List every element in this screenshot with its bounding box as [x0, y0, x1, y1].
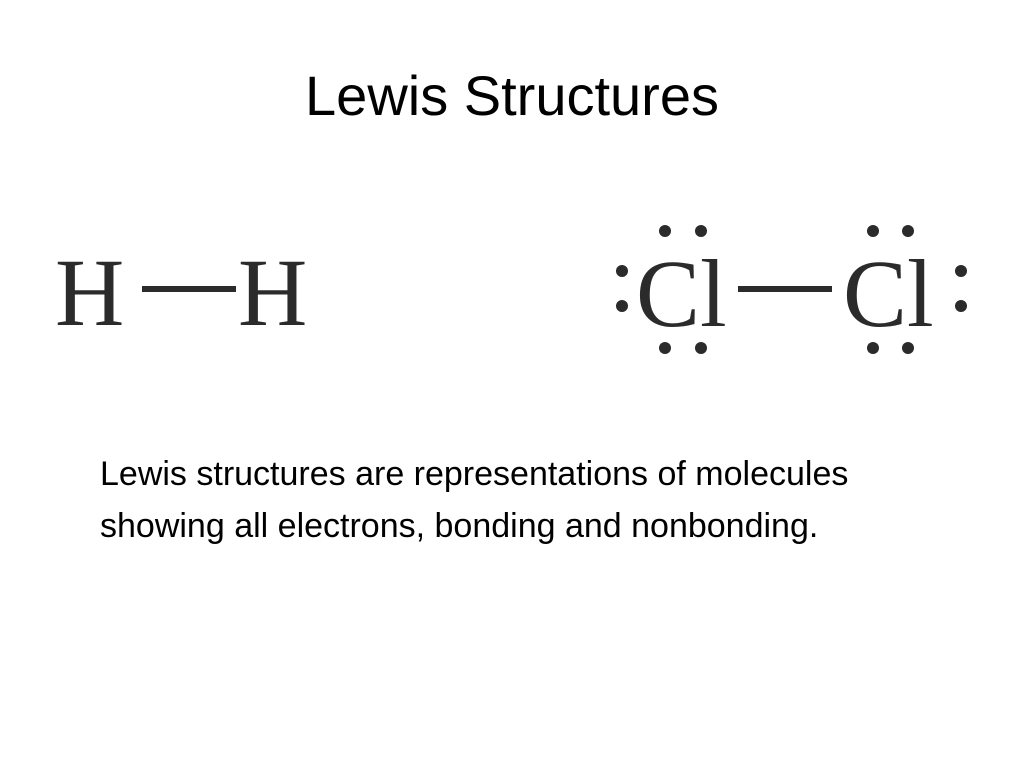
- chlorine-atom-right: Cl: [843, 240, 934, 347]
- electron-dot: [867, 225, 879, 237]
- electron-dot: [902, 342, 914, 354]
- electron-dot: [902, 225, 914, 237]
- slide-title: Lewis Structures: [305, 64, 719, 127]
- chlorine-left-lone-pairs: [616, 225, 707, 354]
- electron-dot: [616, 300, 628, 312]
- hydrogen-atom-left: H: [55, 239, 124, 346]
- electron-dot: [695, 225, 707, 237]
- hydrogen-molecule: H H: [55, 239, 307, 346]
- electron-dot: [867, 342, 879, 354]
- electron-dot: [616, 265, 628, 277]
- slide-body-text: Lewis structures are representations of …: [100, 455, 849, 545]
- chlorine-atom-left: Cl: [636, 240, 727, 347]
- chlorine-molecule: Cl Cl: [616, 225, 967, 354]
- electron-dot: [659, 225, 671, 237]
- electron-dot: [659, 342, 671, 354]
- electron-dot: [955, 265, 967, 277]
- electron-dot: [955, 300, 967, 312]
- electron-dot: [695, 342, 707, 354]
- hydrogen-atom-right: H: [238, 239, 307, 346]
- chlorine-right-lone-pairs: [867, 225, 967, 354]
